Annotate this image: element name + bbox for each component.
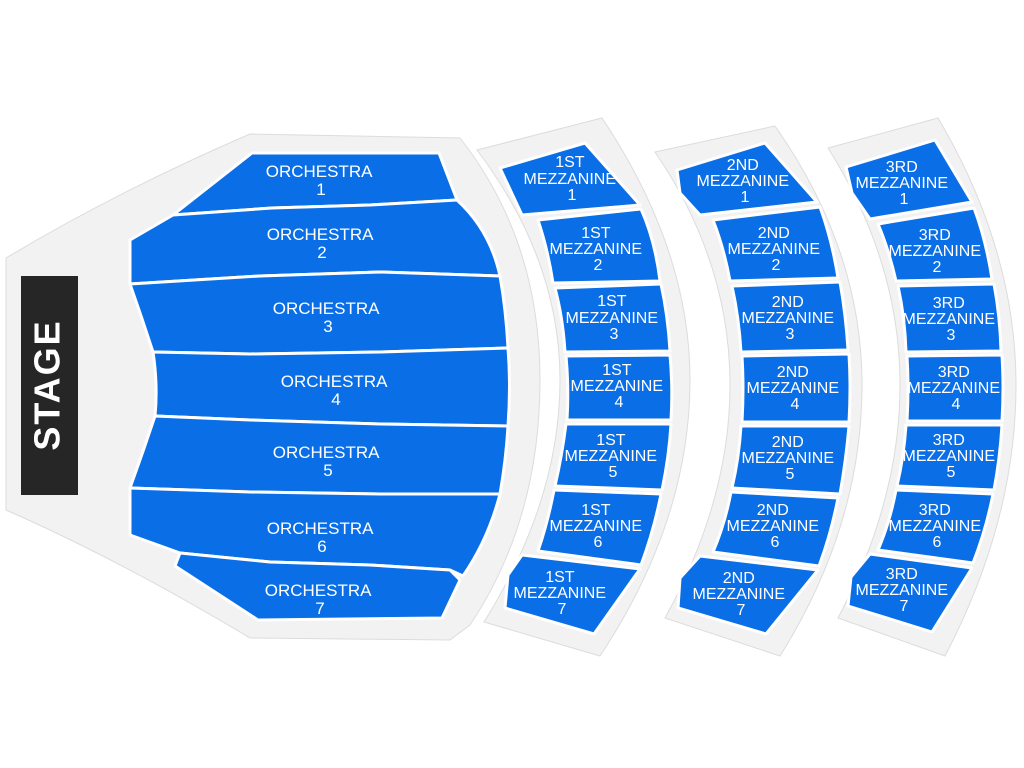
section-mezz2-2[interactable]: 2ND MEZZANINE 2 (711, 205, 840, 283)
section-shape[interactable] (711, 490, 840, 568)
section-orchestra-3[interactable]: ORCHESTRA 3 (128, 270, 510, 356)
stage-block (21, 276, 78, 495)
section-mezz3-5[interactable]: 3RD MEZZANINE 5 (895, 423, 1004, 492)
section-mezz2-5[interactable]: 2ND MEZZANINE 5 (730, 424, 851, 496)
section-shape[interactable] (895, 423, 1004, 492)
section-shape[interactable] (128, 270, 510, 356)
stage-label: STAGE (27, 319, 68, 450)
section-mezz1-4[interactable]: 1ST MEZZANINE 4 (564, 353, 674, 422)
section-shape[interactable] (564, 353, 674, 422)
section-shape[interactable] (740, 352, 852, 424)
section-shape[interactable] (128, 414, 510, 496)
section-shape[interactable] (498, 141, 642, 217)
section-orchestra-4[interactable]: ORCHESTRA 4 (151, 346, 511, 428)
section-mezz1-2[interactable]: 1ST MEZZANINE 2 (536, 207, 662, 285)
stage: STAGE (21, 276, 78, 495)
section-shape[interactable] (876, 206, 994, 283)
section-shape[interactable] (676, 554, 820, 636)
section-shape[interactable] (675, 141, 819, 217)
section-shape[interactable] (536, 488, 663, 567)
section-mezz2-6[interactable]: 2ND MEZZANINE 6 (711, 490, 840, 568)
section-mezz2-3[interactable]: 2ND MEZZANINE 3 (730, 280, 850, 354)
section-shape[interactable] (730, 424, 851, 496)
section-mezz1-3[interactable]: 1ST MEZZANINE 3 (553, 282, 672, 354)
section-shape[interactable] (553, 282, 672, 354)
section-mezz3-4[interactable]: 3RD MEZZANINE 4 (905, 353, 1005, 423)
section-shape[interactable] (905, 353, 1005, 423)
section-mezz1-6[interactable]: 1ST MEZZANINE 6 (536, 488, 663, 567)
section-shape[interactable] (896, 282, 1003, 354)
section-shape[interactable] (876, 488, 995, 565)
section-mezz2-4[interactable]: 2ND MEZZANINE 4 (740, 352, 852, 424)
section-shape[interactable] (503, 553, 642, 636)
section-mezz3-3[interactable]: 3RD MEZZANINE 3 (896, 282, 1003, 354)
section-shape[interactable] (536, 207, 662, 285)
section-orchestra-5[interactable]: ORCHESTRA 5 (128, 414, 510, 496)
section-shape[interactable] (846, 552, 974, 634)
section-shape[interactable] (711, 205, 840, 283)
section-mezz1-5[interactable]: 1ST MEZZANINE 5 (553, 422, 673, 492)
section-shape[interactable] (730, 280, 850, 354)
section-shape[interactable] (151, 346, 511, 428)
section-mezz3-6[interactable]: 3RD MEZZANINE 6 (876, 488, 995, 565)
section-shape[interactable] (173, 551, 462, 622)
orchestra-level: ORCHESTRA 1 ORCHESTRA 2 ORCHESTRA 3 ORCH… (128, 151, 511, 622)
section-shape[interactable] (553, 422, 673, 492)
section-shape[interactable] (844, 138, 974, 221)
